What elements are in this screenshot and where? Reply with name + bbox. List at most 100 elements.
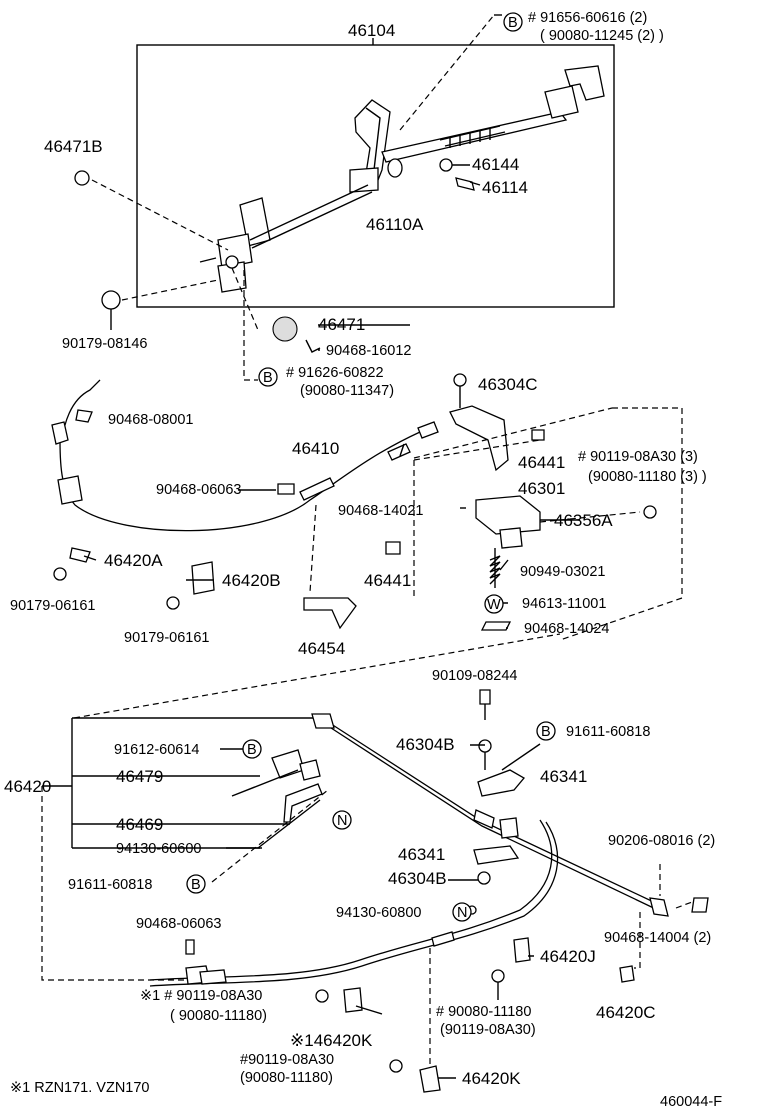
label-46110A: 46110A [366,215,424,234]
label-90179-06161-b: 90179-06161 [124,630,209,646]
callout-B-2 [258,367,278,387]
label-90468-14021: 90468-14021 [338,503,423,519]
label-46420A: 46420A [104,551,163,570]
label-46104: 46104 [348,21,395,40]
parking-brake-lever-drawing [199,65,605,293]
label-46420K-1: ※146420K [290,1031,373,1050]
rear-cable-right [324,719,661,906]
callout-letter-B-5: B [191,877,201,893]
label-91612-60614: 91612-60614 [114,742,199,758]
label-90206-08016: 90206-08016 (2) [608,833,715,849]
clip-90468-14024 [480,621,512,631]
label-46441-b: 46441 [364,571,411,590]
label-46479: 46479 [116,767,163,786]
label-46301: 46301 [518,479,565,498]
label-46420J: 46420J [540,947,596,966]
callout-B-3 [242,739,262,759]
callout-letter-B-4: B [541,724,551,740]
pin-46304C [453,373,467,387]
label-90119-08A30-k1: ※1 # 90119-08A30 [140,988,262,1004]
label-90468-06063-b: 90468-06063 [136,916,221,932]
lever-46301 [449,405,509,472]
label-94613-11001: 94613-11001 [522,596,606,612]
label-46410: 46410 [292,439,339,458]
callout-N-1 [332,810,352,830]
label-46420: 46420 [4,777,51,796]
bolt-46471B [74,170,90,186]
bracket-46420J [513,937,531,963]
group-bracket-46420 [71,717,322,849]
clip-90468-16012 [305,339,321,353]
label-90080-11180-h: # 90080-11180 [436,1004,531,1020]
rear-cable-left [149,819,553,981]
label-90179-06161-a: 90179-06161 [10,598,95,614]
label-90109-08244: 90109-08244 [432,668,517,684]
label-46420K-2: 46420K [462,1069,521,1088]
label-46114: 46114 [482,178,528,197]
label-90468-06063-a: 90468-06063 [156,482,241,498]
label-90119-08A30-h: (90119-08A30) [440,1022,536,1038]
label-90119-08A30-3: # 90119-08A30 (3) [578,449,698,465]
label-46420B: 46420B [222,571,281,590]
bushing-46441-b [385,541,401,555]
callout-letter-N-1: N [337,813,347,829]
nut-46144 [439,158,453,172]
callout-letter-B-3: B [247,742,257,758]
label-90468-14024: 90468-14024 [524,621,609,637]
callout-letter-B-1: B [508,15,518,31]
label-90468-08001: 90468-08001 [108,412,193,428]
label-90468-14004: 90468-14004 (2) [604,930,711,946]
cover-46454 [303,597,357,630]
spring-90949-03021 [489,555,501,585]
label-91611-60818-a: 91611-60818 [566,724,650,740]
bracket-46341-b [473,845,520,865]
bracket-46420K-upper [343,987,363,1013]
callout-B-5 [186,874,206,894]
label-46304B-a: 46304B [396,735,455,754]
label-91656-60616: # 91656-60616 (2) [528,10,647,26]
callout-letter-B-2: B [263,370,273,386]
label-90080-11245: ( 90080-11245 (2) ) [540,28,664,44]
callout-letter-N-2: N [457,905,467,921]
callout-B-4 [536,721,556,741]
callout-N-2 [452,902,472,922]
bracket-46341-a [477,769,525,797]
label-94130-60600: 94130-60600 [116,841,201,857]
label-90080-11180-k1: ( 90080-11180) [170,1008,267,1024]
label-46144: 46144 [472,155,519,174]
bolt-90109-08244 [479,689,491,705]
grommet-46471 [272,316,298,342]
label-46441-a: 46441 [518,453,565,472]
clip-90468-08001 [75,409,93,423]
label-91626-60822: # 91626-60822 [286,365,384,381]
label-46454: 46454 [298,639,345,658]
label-90080-11180-b: (90080-11180) [240,1070,333,1086]
label-46304C: 46304C [478,375,538,394]
figure-code: 460044-F [660,1094,722,1110]
label-46469: 46469 [116,815,163,834]
label-46304B-b: 46304B [388,869,447,888]
clip-46469 [283,783,323,823]
callout-W [484,594,504,614]
nut-90179-08146 [101,290,121,310]
label-90179-08146: 90179-08146 [62,336,147,352]
callout-letter-W: W [487,597,501,613]
label-46341-a: 46341 [540,767,587,786]
bolt-46420C [619,965,635,983]
footnote: ※1 RZN171. VZN170 [10,1080,150,1096]
callout-B-1 [503,12,523,32]
label-90119-08A30-b: #90119-08A30 [240,1052,334,1068]
label-46471: 46471 [318,315,365,334]
label-46356A: 46356A [554,511,613,530]
bracket-46356A [475,495,541,535]
label-46420C: 46420C [596,1003,656,1022]
label-90080-11180-3: (90080-11180 (3) ) [588,469,707,485]
label-46471B: 46471B [44,137,103,156]
label-90080-11347: (90080-11347) [300,383,394,399]
label-90468-16012: 90468-16012 [326,343,411,359]
assembly-box-46104 [136,44,615,308]
bracket-46420K-lower [419,1065,441,1093]
label-91611-60818-b: 91611-60818 [68,877,152,893]
label-90949-03021: 90949-03021 [520,564,605,580]
